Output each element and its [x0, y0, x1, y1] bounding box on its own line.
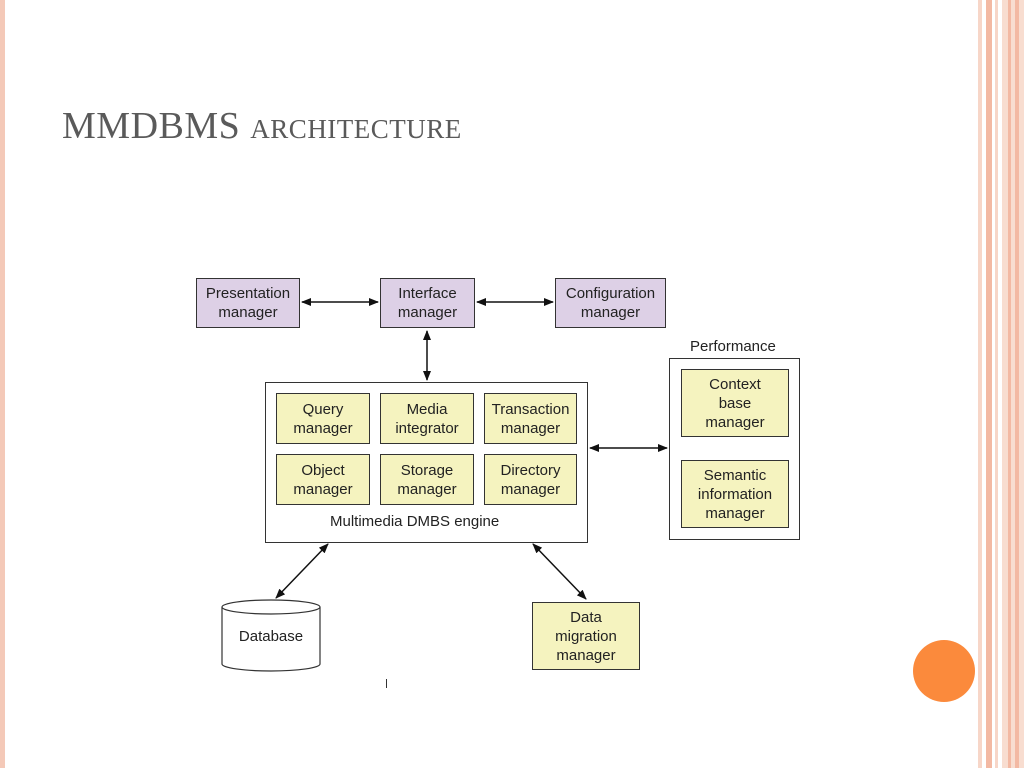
arrow-engine-database	[275, 543, 329, 599]
data-migration-manager-box: Data migration manager	[532, 602, 640, 670]
stray-tick-mark	[386, 679, 387, 688]
slide-right-stripe	[1015, 0, 1019, 768]
storage-manager-box: Storage manager	[380, 454, 474, 505]
performance-label: Performance	[690, 338, 776, 355]
title-main: MMDBMS	[62, 105, 241, 147]
slide-left-border	[0, 0, 5, 768]
presentation-manager-box: Presentation manager	[196, 278, 300, 328]
title-small-caps: architecture	[250, 105, 462, 147]
database-label: Database	[238, 627, 304, 645]
configuration-manager-box: Configuration manager	[555, 278, 666, 328]
object-manager-box: Object manager	[276, 454, 370, 505]
query-manager-box: Query manager	[276, 393, 370, 444]
arrow-engine-data-migration	[532, 543, 587, 600]
slide-right-stripe	[978, 0, 982, 768]
database-cylinder-shape	[221, 599, 321, 672]
media-integrator-box: Media integrator	[380, 393, 474, 444]
context-base-manager-box: Context base manager	[681, 369, 789, 437]
semantic-information-manager-box: Semantic information manager	[681, 460, 789, 528]
engine-label: Multimedia DMBS engine	[330, 513, 500, 530]
slide-right-stripe	[995, 0, 998, 768]
slide-title: MMDBMS architecture	[62, 104, 462, 148]
slide-right-stripe	[1008, 0, 1011, 768]
directory-manager-box: Directory manager	[484, 454, 577, 505]
accent-dot	[913, 640, 975, 702]
slide-right-stripe	[986, 0, 992, 768]
transaction-manager-box: Transaction manager	[484, 393, 577, 444]
interface-manager-box: Interface manager	[380, 278, 475, 328]
